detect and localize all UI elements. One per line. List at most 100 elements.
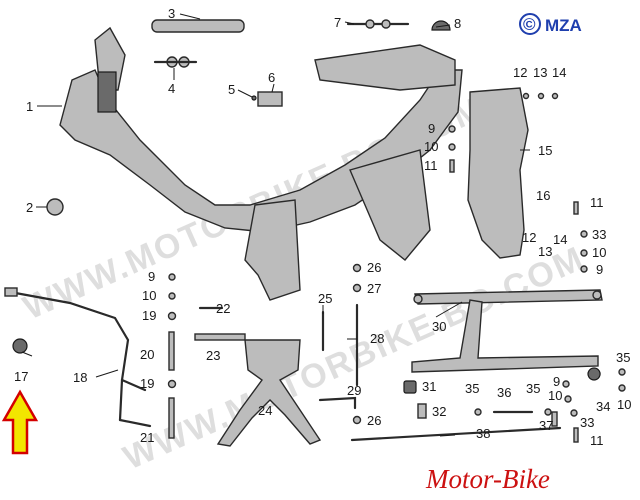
callout-27: 27 [367, 281, 381, 296]
callout-12-top: 12 [513, 65, 527, 80]
callout-10-right: 10 [548, 388, 562, 403]
callout-8: 8 [454, 16, 461, 31]
swing-arm-30 [411, 289, 603, 373]
washer-35-right-a [618, 368, 626, 376]
callout-23: 23 [206, 348, 220, 363]
rubber-pad-23 [194, 333, 246, 341]
callout-2: 2 [26, 200, 33, 215]
callout-5: 5 [228, 82, 235, 97]
pin-37 [551, 411, 558, 427]
callout-32: 32 [432, 404, 446, 419]
callout-10-right-top: 10 [592, 245, 606, 260]
callout-1: 1 [26, 99, 33, 114]
washer-9-right [562, 380, 570, 388]
callout-11-right: 11 [590, 195, 604, 210]
rod-38 [350, 426, 562, 442]
frame-rear-bracket [314, 44, 456, 91]
nut-13-top [537, 92, 545, 100]
callout-30: 30 [432, 319, 446, 334]
callout-9-right-top: 9 [596, 262, 603, 277]
nut-14-top [551, 92, 559, 100]
washer-33-bottom [570, 409, 578, 417]
screw-5 [251, 95, 257, 101]
callout-3: 3 [168, 6, 175, 21]
washer-26-bottom [352, 415, 362, 425]
washer-9-right-top [580, 265, 588, 273]
washer-10-top [448, 143, 456, 151]
copyright-text: MZA [545, 16, 582, 35]
callout-28: 28 [370, 331, 384, 346]
nut-19-left-top [167, 311, 177, 321]
callout-labels: 1 2 3 4 5 6 7 8 12 13 14 9 10 11 15 16 1… [14, 6, 631, 448]
handle-grip-3 [151, 19, 245, 33]
washer-9-top [448, 125, 456, 133]
callout-16: 16 [536, 188, 550, 203]
callout-22: 22 [216, 301, 230, 316]
rubber-bush-17 [12, 338, 28, 354]
leader-lines [21, 13, 530, 437]
washer-33-top [580, 230, 588, 238]
ring-2 [46, 198, 64, 216]
frame-side-rail [349, 149, 431, 261]
nut-12-top [522, 92, 530, 100]
callout-12-bottom: 12 [522, 230, 536, 245]
callout-33-top: 33 [592, 227, 606, 242]
callout-33-bottom: 33 [580, 415, 594, 430]
washer-27 [352, 283, 362, 293]
bracket-6 [257, 91, 283, 107]
side-cover-plate [467, 87, 529, 259]
callout-9-top: 9 [428, 121, 435, 136]
callout-24: 24 [258, 403, 272, 418]
washer-35-a [474, 408, 482, 416]
callout-18: 18 [73, 370, 87, 385]
callout-11-top: 11 [424, 158, 438, 173]
bolt-11-bottom [573, 427, 579, 443]
cable-clip-4 [153, 56, 198, 68]
washer-35-b [544, 408, 552, 416]
brand-logo-text: Motor-Bike [425, 464, 550, 494]
callout-13-bottom: 13 [538, 244, 552, 259]
callout-35-c: 35 [616, 350, 630, 365]
pin-20 [168, 331, 175, 371]
callout-4: 4 [168, 81, 175, 96]
callout-36: 36 [497, 385, 511, 400]
callout-37: 37 [539, 418, 553, 433]
frame-centre-bracket [244, 199, 301, 301]
callout-9-left: 9 [148, 269, 155, 284]
callout-15: 15 [538, 143, 552, 158]
callout-17: 17 [14, 369, 28, 384]
frame-assembly [59, 26, 463, 301]
bolt-11-right [573, 201, 579, 215]
centre-stand-24 [216, 339, 322, 447]
callout-35-a: 35 [465, 381, 479, 396]
callout-6: 6 [268, 70, 275, 85]
callout-9-right: 9 [553, 374, 560, 389]
nut-19-left-bottom [167, 379, 177, 389]
callout-26-bottom: 26 [367, 413, 381, 428]
cap-8 [431, 20, 451, 31]
washer-26-top [352, 263, 362, 273]
callout-7: 7 [334, 15, 341, 30]
callout-19-top: 19 [142, 308, 156, 323]
spacer-32 [417, 403, 427, 419]
callout-31: 31 [422, 379, 436, 394]
callout-10-left: 10 [142, 288, 156, 303]
callout-11-bottom: 11 [590, 433, 604, 448]
washer-10-left [168, 292, 176, 300]
bolt-11-top [449, 159, 455, 173]
callout-35-b: 35 [526, 381, 540, 396]
callout-29: 29 [347, 383, 361, 398]
washer-35-right-b [618, 384, 626, 392]
callout-19-bottom: 19 [140, 376, 154, 391]
copyright-icon [519, 13, 541, 35]
bush-34 [587, 367, 601, 381]
copyright-symbol: © [523, 15, 536, 34]
callout-25: 25 [318, 291, 332, 306]
bolt-21 [168, 397, 175, 439]
lever-29 [318, 396, 357, 410]
frame-headstock-box [97, 71, 117, 113]
callout-38: 38 [476, 426, 490, 441]
copyright-mark: © MZA [519, 13, 582, 35]
callout-13-top: 13 [533, 65, 547, 80]
